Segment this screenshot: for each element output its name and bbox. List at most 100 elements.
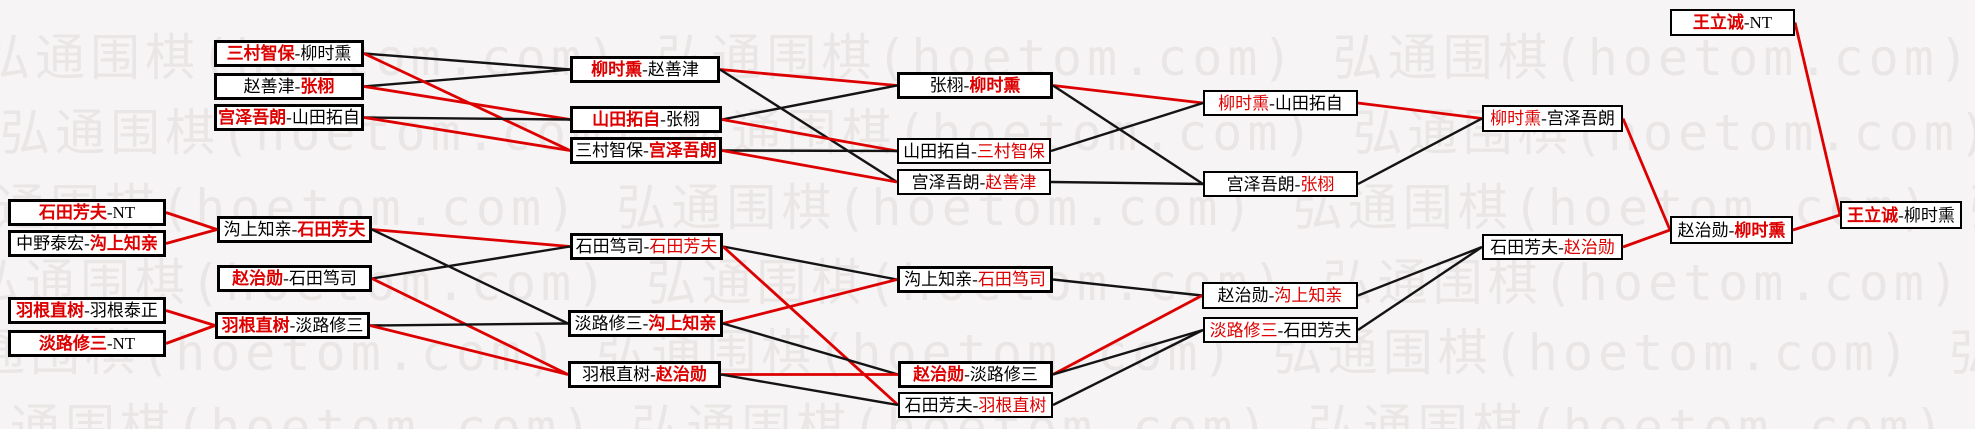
- vs-dash: -: [1898, 205, 1904, 225]
- winner-connector-line: [721, 118, 898, 153]
- player-name: 石田芳夫: [38, 203, 107, 222]
- loser-connector-line: [1357, 245, 1483, 297]
- vs-dash: -: [84, 301, 90, 320]
- loser-connector-line: [721, 149, 898, 153]
- vs-dash: -: [106, 334, 113, 353]
- player-name: 石田芳夫: [297, 220, 366, 239]
- player-name: 羽根直树: [16, 301, 85, 320]
- vs-dash: -: [1277, 320, 1284, 340]
- winner-connector-line: [1357, 101, 1483, 120]
- player-name: 淡路修三: [38, 334, 107, 353]
- vs-dash: -: [283, 269, 289, 288]
- player-name: 羽根泰正: [89, 301, 158, 320]
- winner-connector-line: [721, 149, 898, 184]
- vs-dash: -: [964, 365, 970, 384]
- player-name: 赵善津: [985, 172, 1037, 192]
- player-name: 三村智保: [226, 44, 295, 63]
- loser-connector-line: [1050, 180, 1204, 186]
- match-box-m11: 柳时熏-赵善津: [570, 56, 720, 83]
- loser-connector-line: [1357, 117, 1483, 186]
- winner-connector-line: [363, 85, 571, 121]
- loser-connector-line: [363, 116, 571, 121]
- vs-dash: -: [1558, 237, 1564, 257]
- winner-connector-line: [719, 68, 898, 87]
- player-name: 宫泽吾朗: [648, 141, 717, 160]
- winner-connector-line: [722, 245, 899, 407]
- player-name: 宫泽吾朗: [218, 108, 287, 127]
- player-name: 三村智保: [575, 141, 644, 160]
- match-box-m21: 赵治勋-淡路修三: [898, 361, 1053, 388]
- player-name: 柳时熏: [969, 76, 1021, 95]
- match-box-m27: 柳时熏-宫泽吾朗: [1482, 105, 1623, 132]
- player-name: 柳时熏: [1490, 109, 1542, 128]
- player-name: 沟上知亲: [89, 234, 158, 253]
- match-box-m12: 山田拓自-张栩: [570, 106, 722, 133]
- player-name: 三村智保: [976, 141, 1045, 161]
- loser-connector-line: [719, 68, 898, 184]
- player-name: 柳时熏: [1734, 220, 1786, 240]
- winner-connector-line: [363, 116, 571, 152]
- vs-dash: -: [642, 314, 649, 333]
- player-name: 羽根直树: [978, 395, 1047, 415]
- winner-connector-line: [165, 309, 216, 327]
- winner-connector-line: [1052, 84, 1204, 105]
- player-name: 石田笃司: [977, 270, 1046, 289]
- player-name: 柳时熏: [591, 60, 643, 79]
- winner-connector-line: [371, 228, 571, 248]
- player-name: 淡路修三: [295, 316, 364, 335]
- winner-connector-line: [165, 324, 216, 345]
- match-box-m28: 石田芳夫-赵治勋: [1482, 234, 1623, 260]
- vs-dash: -: [84, 234, 90, 253]
- player-name: 羽根直树: [582, 365, 651, 384]
- loser-connector-line: [720, 373, 899, 407]
- player-name: 王立诚: [1692, 13, 1744, 32]
- match-box-m9: 赵治勋-石田笃司: [217, 265, 372, 292]
- player-name: 羽根直树: [221, 316, 290, 335]
- loser-connector-line: [363, 68, 571, 88]
- loser-connector-line: [722, 245, 898, 281]
- loser-connector-line: [1052, 84, 1204, 186]
- player-name: 柳时熏: [300, 44, 352, 63]
- vs-dash: -: [972, 270, 978, 289]
- match-box-m14: 石田笃司-石田芳夫: [570, 233, 723, 260]
- match-box-m1: 三村智保-柳时熏: [214, 40, 364, 67]
- vs-dash: -: [650, 365, 656, 384]
- player-name: 张栩: [929, 76, 964, 95]
- match-box-m25: 赵治勋-沟上知亲: [1202, 282, 1358, 309]
- winner-connector-line: [165, 228, 218, 245]
- vs-dash: -: [106, 203, 113, 222]
- player-name: 柳时熏: [1218, 93, 1270, 113]
- match-box-m24: 宫泽吾朗-张栩: [1203, 171, 1358, 197]
- loser-connector-line: [721, 84, 898, 121]
- winner-connector-line: [1621, 117, 1672, 231]
- winner-connector-line: [1052, 294, 1203, 376]
- player-name: 赵善津: [647, 60, 699, 79]
- loser-connector-line: [722, 322, 899, 376]
- vs-dash: -: [963, 76, 970, 95]
- player-name: 淡路修三: [969, 365, 1038, 384]
- player-name: 山田拓自: [1274, 93, 1343, 113]
- player-name: 张栩: [665, 110, 700, 129]
- vs-dash: -: [1268, 286, 1275, 305]
- vs-dash: -: [294, 77, 301, 96]
- match-box-m17: 张栩-柳时熏: [897, 72, 1053, 99]
- vs-dash: -: [1541, 109, 1547, 128]
- vs-dash: -: [971, 141, 977, 161]
- match-box-m2: 赵善津-张栩: [214, 73, 364, 100]
- match-box-m7: 淡路修三-NT: [8, 330, 166, 357]
- vs-dash: -: [1728, 220, 1735, 240]
- player-name: 石田芳夫: [649, 237, 718, 256]
- player-name: 沟上知亲: [648, 314, 717, 333]
- loser-connector-line: [1052, 328, 1204, 407]
- match-box-m16: 羽根直树-赵治勋: [568, 361, 721, 388]
- match-box-m3: 宫泽吾朗-山田拓自: [214, 104, 364, 131]
- player-name: 中野泰宏: [16, 234, 85, 253]
- player-name: 张栩: [1300, 174, 1335, 194]
- vs-dash: -: [660, 110, 666, 129]
- loser-connector-line: [1357, 246, 1483, 331]
- player-name: 沟上知亲: [1274, 286, 1343, 305]
- player-name: 赵治勋: [913, 365, 965, 384]
- player-name: 张栩: [300, 77, 335, 96]
- vs-dash: -: [1743, 13, 1750, 32]
